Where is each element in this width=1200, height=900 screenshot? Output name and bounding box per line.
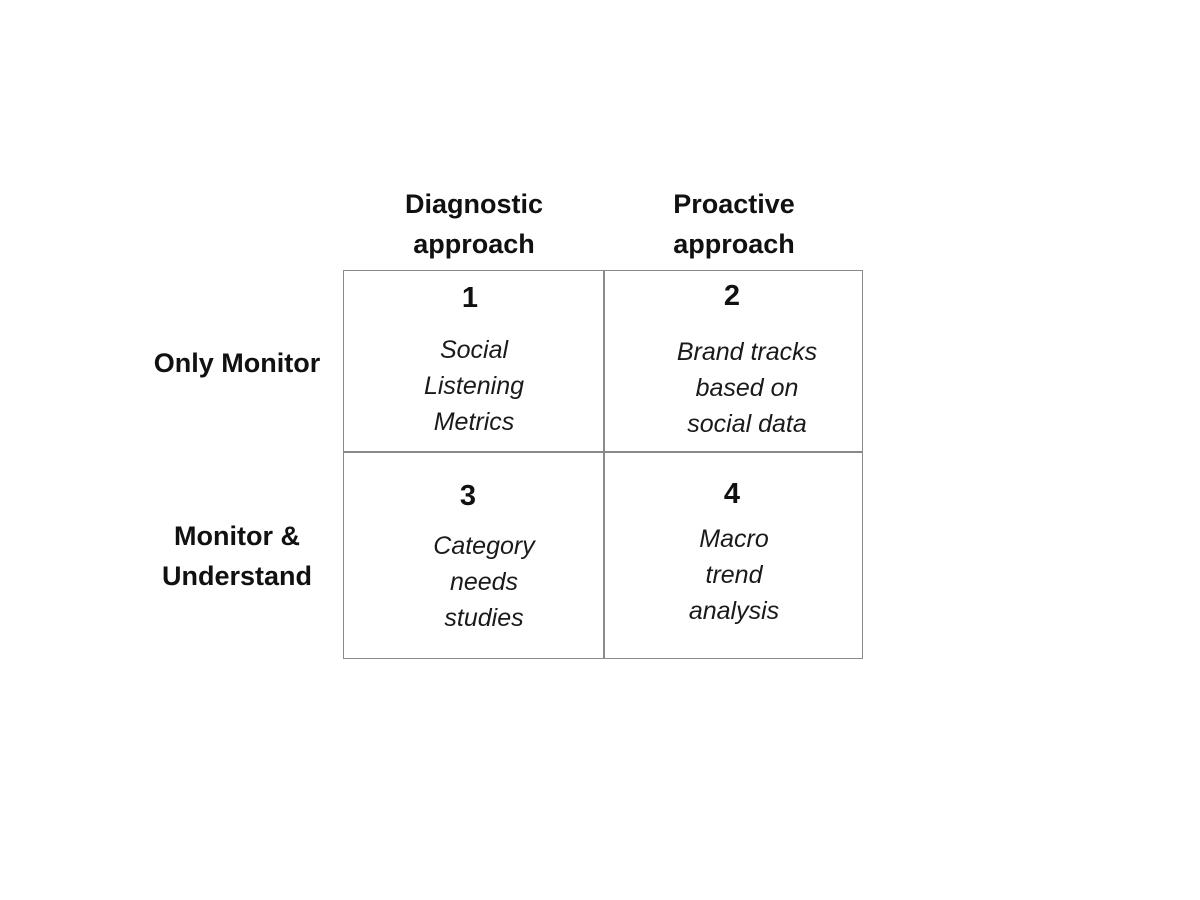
cell-2-number: 2 <box>723 280 741 312</box>
row-header-only-monitor: Only Monitor <box>153 348 321 378</box>
cell-3-text: Category needs studies <box>433 532 535 632</box>
column-header-proactive: Proactive approach <box>673 189 795 259</box>
matrix-grid-vertical-divider <box>603 270 605 659</box>
cell-2-text: Brand tracks based on social data <box>676 338 818 438</box>
row-header-monitor-understand: Monitor & Understand <box>161 521 313 591</box>
cell-4-number: 4 <box>723 478 741 510</box>
cell-4-text: Macro trend analysis <box>688 525 780 625</box>
column-header-diagnostic: Diagnostic approach <box>404 189 544 259</box>
cell-1-text: Social Listening Metrics <box>423 336 525 436</box>
cell-1-number: 1 <box>461 282 479 314</box>
cell-3-number: 3 <box>459 480 477 512</box>
matrix-grid-horizontal-divider <box>343 451 863 453</box>
